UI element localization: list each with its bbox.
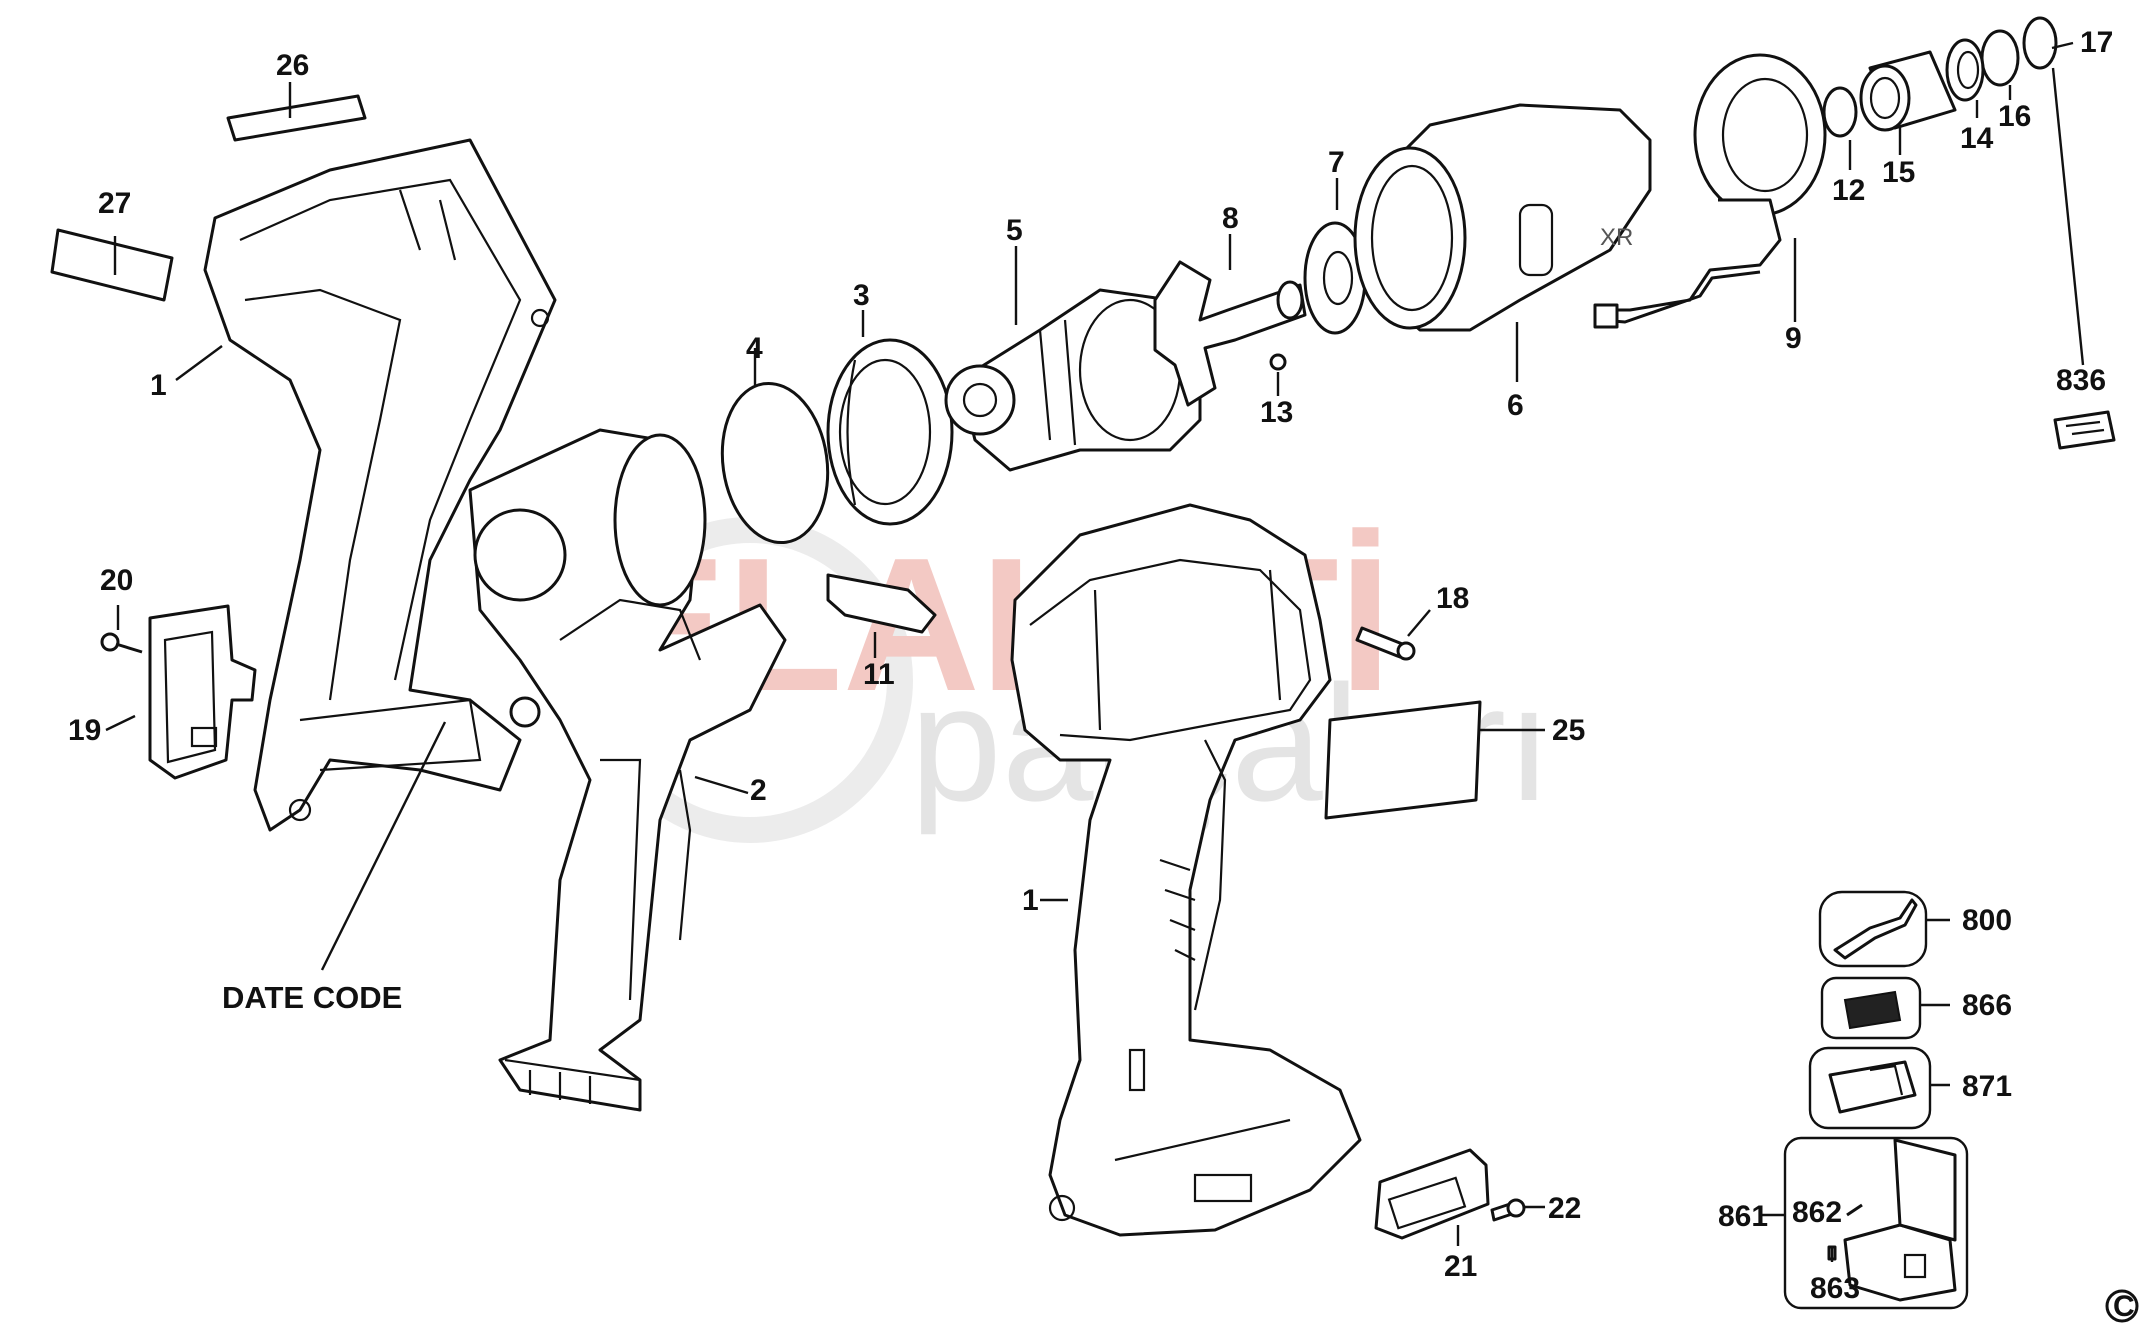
label-9: 9 — [1785, 322, 1802, 355]
nose-housing: XR — [1353, 103, 1652, 332]
screw-862 — [1846, 1203, 1863, 1217]
washer — [1303, 221, 1367, 335]
ring-gear — [826, 338, 954, 526]
part-labels: 26 27 1 20 19 DATE CODE 2 4 3 5 8 7 13 6… — [68, 26, 2113, 1305]
label-21: 21 — [1444, 1250, 1477, 1283]
label-1-right: 1 — [1022, 884, 1039, 917]
label-7: 7 — [1328, 146, 1345, 179]
label-18: 18 — [1436, 582, 1469, 615]
label-16: 16 — [1998, 100, 2031, 133]
label-19: 19 — [68, 714, 101, 747]
label-26: 26 — [276, 49, 309, 82]
label-12: 12 — [1832, 174, 1865, 207]
charger-871-box — [1808, 1046, 1932, 1130]
housing-left-half — [203, 138, 557, 832]
label-plate-27 — [50, 228, 174, 302]
sleeve — [1859, 50, 1957, 132]
label-17: 17 — [2080, 26, 2113, 59]
copyright-mark: C — [2113, 1290, 2135, 1323]
label-863: 863 — [1810, 1272, 1860, 1305]
bit-holder — [2053, 410, 2116, 450]
label-plate-26 — [226, 94, 367, 142]
label-3: 3 — [853, 279, 870, 312]
anvil — [1153, 260, 1307, 407]
copyright-icon — [2105, 1289, 2139, 1323]
label-836: 836 — [2056, 364, 2106, 397]
label-date-code: DATE CODE — [222, 980, 402, 1015]
steel-ball — [1269, 353, 1287, 371]
label-4: 4 — [746, 332, 763, 365]
label-20: 20 — [100, 564, 133, 597]
battery-latch — [1374, 1148, 1490, 1240]
label-862: 862 — [1792, 1196, 1842, 1229]
label-11: 11 — [863, 658, 895, 691]
label-861: 861 — [1718, 1200, 1768, 1233]
label-5: 5 — [1006, 214, 1023, 247]
screw-22 — [1490, 1198, 1526, 1222]
label-866: 866 — [1962, 989, 2012, 1022]
ring-17 — [2022, 16, 2058, 70]
leader-lines — [105, 41, 2085, 1262]
label-8: 8 — [1222, 202, 1239, 235]
ring-16 — [1980, 29, 2020, 87]
o-ring — [720, 381, 830, 545]
label-871: 871 — [1962, 1070, 2012, 1103]
xr-logo-icon: XR — [1600, 224, 1633, 251]
accessory-800-box — [1818, 890, 1928, 968]
battery-866-box — [1820, 976, 1922, 1040]
screw-18 — [1355, 626, 1416, 661]
rubber-pad — [826, 573, 937, 634]
label-25: 25 — [1552, 714, 1585, 747]
label-plate-25 — [1324, 700, 1482, 820]
o-ring-12 — [1822, 86, 1858, 138]
label-2: 2 — [750, 774, 767, 807]
belt-clip — [148, 604, 257, 780]
gear-case-assembly — [944, 288, 1202, 472]
label-1-left: 1 — [150, 369, 167, 402]
label-6: 6 — [1507, 389, 1524, 422]
led-ring-assembly — [1593, 53, 1827, 329]
label-13: 13 — [1260, 396, 1293, 429]
screw-20 — [100, 632, 143, 654]
motor-switch-assembly — [468, 428, 787, 1112]
label-15: 15 — [1882, 156, 1915, 189]
spring-ring — [1945, 38, 1985, 102]
housing-right-half — [1010, 503, 1362, 1237]
label-14: 14 — [1960, 122, 1994, 155]
label-27: 27 — [98, 187, 131, 220]
kit-box-861 — [1783, 1136, 1969, 1310]
label-800: 800 — [1962, 904, 2012, 937]
label-22: 22 — [1548, 1192, 1581, 1225]
